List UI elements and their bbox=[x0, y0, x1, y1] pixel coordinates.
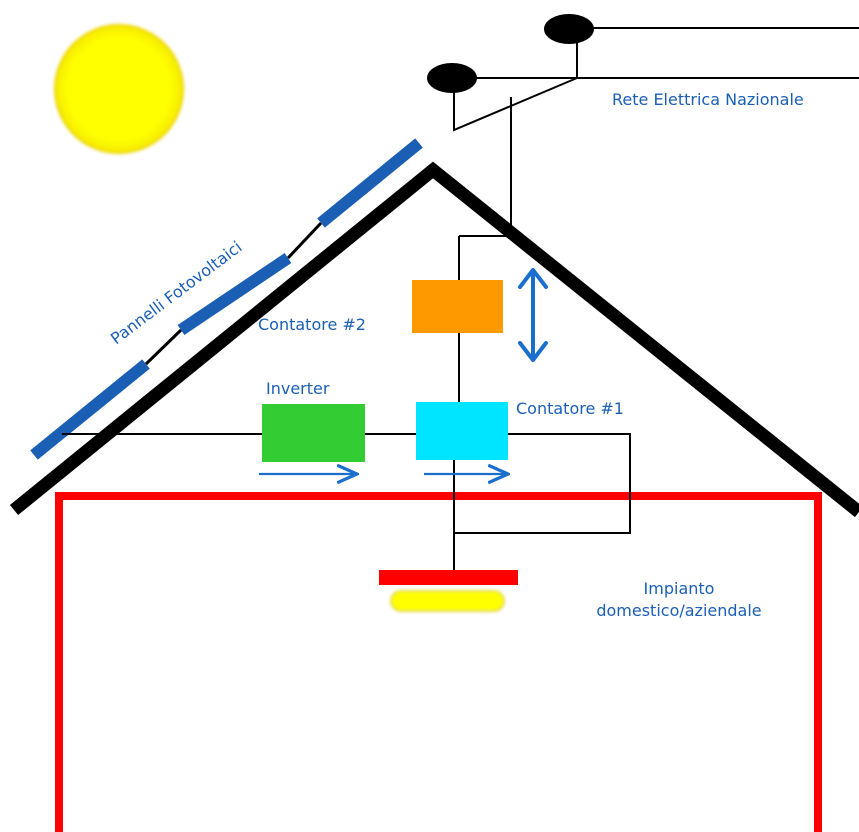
home-label-line1: Impianto bbox=[644, 579, 715, 598]
pv-panel bbox=[30, 359, 150, 460]
grid-wires bbox=[452, 27, 859, 236]
grid-pole-insulator-icon bbox=[427, 63, 477, 93]
meter-2-label: Contatore #2 bbox=[258, 315, 366, 334]
meter-1-label: Contatore #1 bbox=[516, 399, 624, 418]
bidirectional-arrow-icon bbox=[518, 268, 548, 362]
inverter-label: Inverter bbox=[266, 379, 330, 398]
roof bbox=[9, 161, 859, 518]
pv-panel bbox=[177, 253, 292, 335]
sun-icon bbox=[54, 24, 184, 154]
grid-label: Rete Elettrica Nazionale bbox=[612, 90, 804, 109]
meter-1-box bbox=[416, 402, 508, 460]
grid-pole-insulator-icon bbox=[544, 14, 594, 44]
load-bar-bottom bbox=[390, 590, 505, 612]
pv-panels bbox=[30, 138, 423, 460]
house-outline bbox=[55, 492, 822, 832]
load-bar-top bbox=[379, 570, 518, 585]
meter-2-box bbox=[412, 280, 503, 333]
internal-wiring bbox=[62, 235, 631, 570]
inverter-box bbox=[262, 404, 365, 462]
home-label-line2: domestico/aziendale bbox=[596, 601, 761, 620]
pv-panel bbox=[317, 138, 423, 228]
